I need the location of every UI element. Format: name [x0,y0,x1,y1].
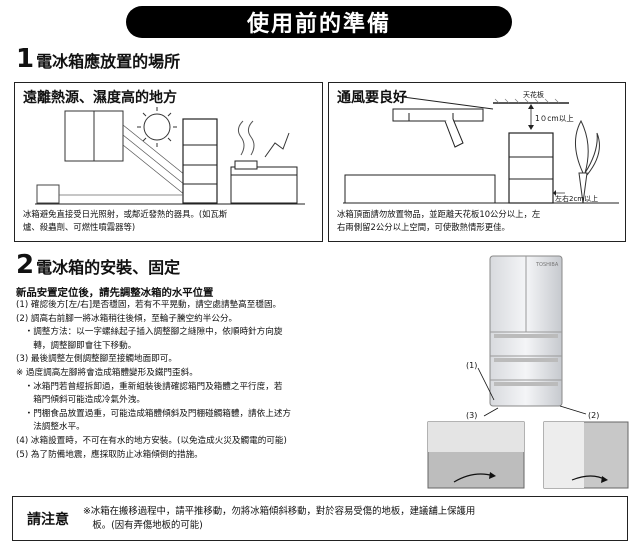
callout-1: (1) [466,361,477,370]
caption-line: 冰箱頂面請勿放置物品，並距離天花板10公分以上，左 [337,209,541,219]
step-line: (4) 冰箱設置時，不可在有水的地方安裝。(以免造成火災及觸電的可能) [16,435,287,446]
notice-line: ※冰箱在搬移過程中，請平推移動，勿將冰箱傾斜移動，對於容易受傷的地板，建議舖上保… [83,505,476,517]
fridge-icon [182,118,218,204]
step-line: (1) 確認後方[左/右]是否穩固，若有不平晃動，請空處請墊高至穩固。 [16,300,282,310]
brand-label: TOSHIBA [535,262,559,268]
notice-box: 請注意 ※冰箱在搬移過程中，請平推移動，勿將冰箱傾斜移動，對於容易受傷的地板，建… [12,496,628,541]
step-line: (2) 調高右前腳一將冰箱稍往後傾，至輪子騰空約半公分。 [16,313,238,324]
kitchen-illustration [35,107,305,205]
step-line: ・冰箱門若曾經拆卸過，重新組裝後請確認箱門及箱體之平行度，若 [16,381,283,392]
ventilation-caption: 冰箱頂面請勿放置物品，並距離天花板10公分以上，左 右兩側留2公分以上空間，可使… [337,208,540,233]
notice-line: 板。(因有弄傷地板的可能) [83,519,203,531]
fridge-icon [508,132,554,204]
ventilation-title: 通風要良好 [337,90,407,106]
heat-humidity-title: 遠離熱源、濕度高的地方 [23,90,177,106]
caption-line: 右兩側留2公分以上空間，可使散熱情形更佳。 [337,221,510,232]
heat-humidity-box: 遠離熱源、濕度高的地方 冰箱避免直接受日 [14,82,323,242]
notice-text: ※冰箱在搬移過程中，請平推移動，勿將冰箱傾斜移動，對於容易受傷的地板，建議舖上保… [83,505,619,533]
section1-heading: 1 電冰箱應放置的場所 [16,46,180,72]
fridge-adjustment-illustration: TOSHIBA (1) (3) (2) [427,255,629,489]
ventilation-illustration: 天花板 1０cm以上 左右2cm以上 [343,90,619,204]
installation-steps: (1) 確認後方[左/右]是否穩固，若有不平晃動，請空處請墊高至穩固。 (2) … [16,299,291,462]
step-line: (5) 為了防備地震，應採取防止冰箱傾倒的措施。 [16,449,203,460]
callout-2: (2) [588,411,599,420]
section2-title: 電冰箱的安裝、固定 [36,258,181,277]
section1-title: 電冰箱應放置的場所 [36,52,181,71]
step-line: 箱門傾斜可能造成冷氣外洩。 [16,395,145,406]
step-line: 轉，調整腳即會往下移動。 [16,340,137,351]
page-banner: 使用前的準備 [126,6,512,38]
step-line: (3) 最後調整左側調整腳至接觸地面即可。 [16,354,177,365]
heat-humidity-caption: 冰箱避免直接受日光照射，或鄰近發熱的器具。(如瓦斯 爐、殺蟲劑、可燃性噴霧器等) [23,208,227,233]
section2-number: 2 [16,250,35,280]
ceiling-label: 天花板 [523,90,544,99]
sun-icon [137,107,177,147]
side-gap-label: 左右2cm以上 [555,194,598,203]
callout-3: (3) [466,411,477,420]
section2-heading: 2 電冰箱的安裝、固定 [16,252,180,278]
step-line: ・調整方法：以一字螺絲起子插入調整腳之縫隙中，依順時針方向旋 [16,327,283,338]
step-line: ・門棚食品放置過重，可能造成箱體傾斜及門棚碰觸箱體，請依上述方 [16,408,292,419]
top-gap-label: 1０cm以上 [535,114,574,123]
ventilation-box: 通風要良好 天花板 1０cm以上 左右2cm以上 [328,82,626,242]
caption-line: 爐、殺蟲劑、可燃性噴霧器等) [23,221,136,232]
step-line: 法調整水平。 [16,422,85,433]
section2-subtitle: 新品安置定位後，請先調整冰箱的水平位置 [16,287,214,299]
caption-line: 冰箱避免直接受日光照射，或鄰近發熱的器具。(如瓦斯 [23,209,228,219]
step-line: ※ 過度調高左腳將會造成箱體變形及鐵門歪斜。 [16,367,198,378]
notice-label: 請注意 [27,511,69,528]
section1-number: 1 [16,44,35,74]
